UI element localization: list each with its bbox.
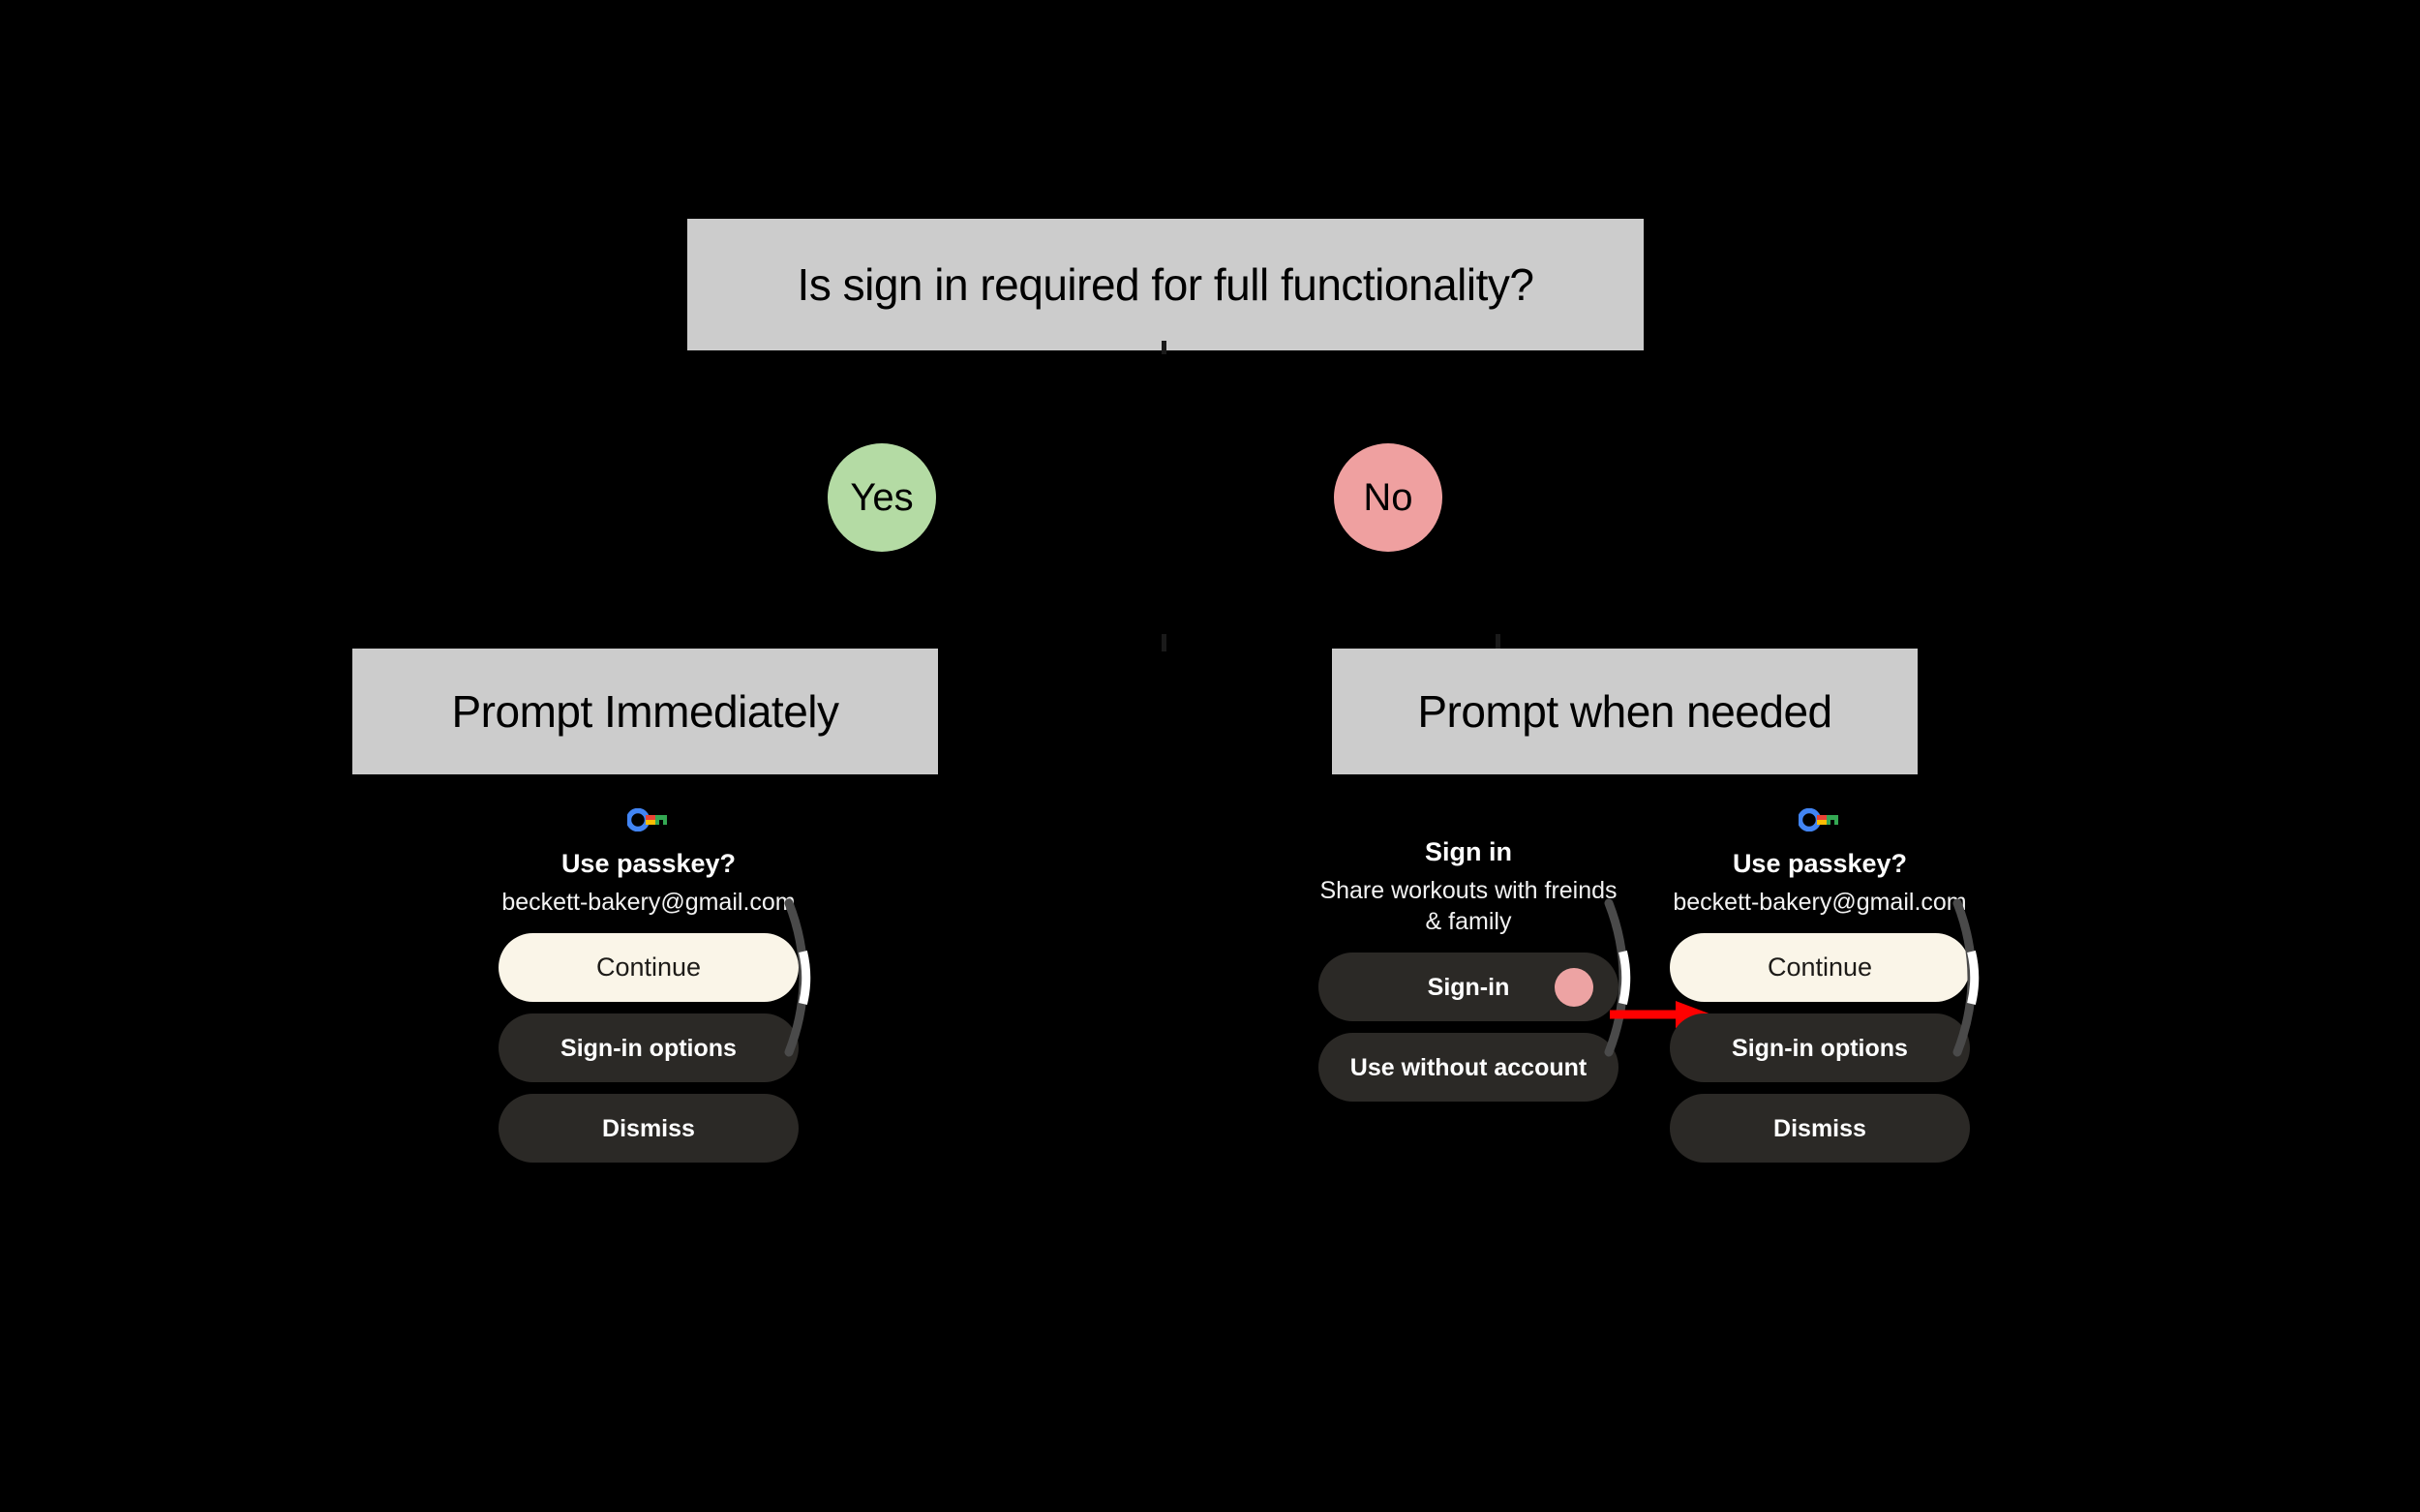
- continue-button[interactable]: Continue: [499, 933, 799, 1003]
- outcome-box-prompt-when-needed: Prompt when needed: [1332, 649, 1918, 774]
- dismiss-button[interactable]: Dismiss: [499, 1094, 799, 1164]
- decision-question-box: Is sign in required for full functionali…: [687, 219, 1644, 350]
- connector-no-down: [1496, 634, 1500, 651]
- connector-question-down: [1162, 341, 1166, 354]
- sign-in-options-button[interactable]: Sign-in options: [499, 1013, 799, 1083]
- watch-title: Use passkey?: [560, 849, 737, 878]
- sign-in-options-button[interactable]: Sign-in options: [1670, 1013, 1970, 1083]
- outcome-box-prompt-immediately: Prompt Immediately: [352, 649, 938, 774]
- use-without-account-button[interactable]: Use without account: [1318, 1033, 1618, 1103]
- branch-label-no: No: [1334, 443, 1442, 552]
- sign-in-button-label: Sign-in: [1427, 973, 1510, 1001]
- watch-screen-right: Use passkey? beckett-bakery@gmail.com Co…: [1660, 808, 1980, 1164]
- tap-indicator-dot: [1555, 967, 1593, 1007]
- watch-button-stack: Continue Sign-in options Dismiss: [1660, 933, 1980, 1164]
- google-passkey-key-icon: [1799, 808, 1838, 832]
- watch-button-stack: Sign-in Use without account: [1309, 953, 1628, 1103]
- watch-subtitle: Share workouts with freinds & family: [1319, 877, 1618, 936]
- sign-in-button[interactable]: Sign-in: [1318, 953, 1618, 1022]
- watch-screen-middle: Sign in Share workouts with freinds & fa…: [1309, 808, 1628, 1103]
- watch-screen-left: Use passkey? beckett-bakery@gmail.com Co…: [489, 808, 808, 1164]
- watch-title: Sign in: [1425, 837, 1512, 866]
- google-passkey-key-icon: [627, 808, 667, 832]
- continue-button[interactable]: Continue: [1670, 933, 1970, 1003]
- watch-button-stack: Continue Sign-in options Dismiss: [489, 933, 808, 1164]
- watch-title: Use passkey?: [1732, 849, 1908, 878]
- branch-label-yes: Yes: [828, 443, 936, 552]
- watch-account-email: beckett-bakery@gmail.com: [1673, 889, 1967, 917]
- watch-account-email: beckett-bakery@gmail.com: [501, 889, 796, 917]
- dismiss-button[interactable]: Dismiss: [1670, 1094, 1970, 1164]
- connector-yes-down: [1162, 634, 1166, 651]
